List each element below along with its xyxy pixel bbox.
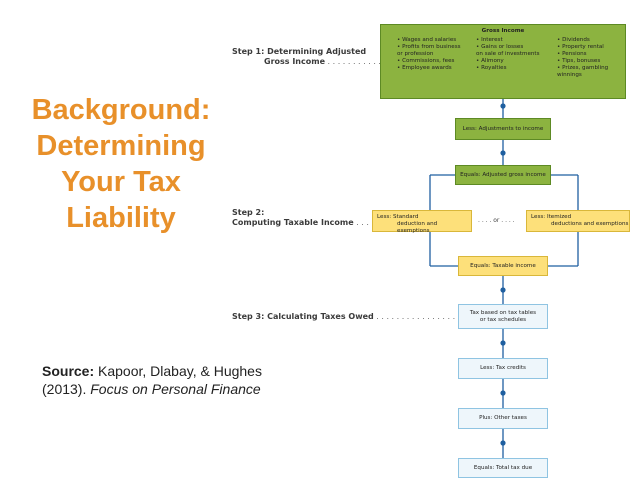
total-tax-due-text: Equals: Total tax due (473, 464, 533, 471)
other-taxes-text: Plus: Other taxes (479, 415, 527, 421)
gross-income-item: winnings (557, 72, 582, 78)
gross-income-item: • Dividends (557, 37, 590, 43)
source-authors: Kapoor, Dlabay, & Hughes (94, 363, 262, 379)
step-1-leader: . . . . . . . . . . . . (325, 57, 387, 66)
taxable-income-box: Equals: Taxable income (458, 256, 548, 276)
gross-income-item: • Prizes, gambling (557, 65, 609, 71)
step-3-label: Step 3: Calculating Taxes Owed . . . . .… (232, 312, 465, 322)
gross-income-item: • Commissions, fees (397, 58, 455, 64)
standard-deduction-line-2: deduction and exemptions (397, 221, 438, 234)
gross-income-col-2: • Interest • Gains or losses on sale of … (476, 37, 540, 72)
title-line-4: Liability (66, 202, 176, 234)
title-line-1: Background: (31, 94, 211, 126)
itemized-deduction-line-2: deductions and exemptions (551, 221, 629, 227)
other-taxes-box: Plus: Other taxes (458, 408, 548, 429)
taxable-income-text: Equals: Taxable income (470, 262, 536, 269)
gross-income-item: • Alimony (476, 58, 504, 64)
gross-income-title: Gross Income (481, 28, 525, 34)
itemized-deduction-box: Less: Itemized deductions and exemptions (526, 210, 630, 232)
adjustments-text: Less: Adjustments to income (462, 125, 544, 132)
source-citation: Source: Kapoor, Dlabay, & Hughes (2013).… (42, 362, 302, 398)
total-tax-due-box: Equals: Total tax due (458, 458, 548, 478)
gross-income-col-3: • Dividends • Property rental • Pensions… (557, 37, 608, 79)
source-label: Source: (42, 363, 95, 379)
tax-credits-text: Less: Tax credits (480, 365, 526, 371)
step-1-line-1: Step 1: Determining Adjusted (232, 47, 367, 56)
source-book: Focus on Personal Finance (90, 381, 261, 397)
gross-income-item: • Gains or losses (476, 44, 524, 50)
gross-income-item: • Property rental (557, 44, 604, 50)
slide-title: Background: Determining Your Tax Liabili… (2, 92, 240, 236)
gross-income-item: • Interest (476, 37, 503, 43)
title-line-3: Your Tax (61, 166, 181, 198)
step-1-line-2: Gross Income (264, 57, 325, 66)
gross-income-col-1: • Wages and salaries • Profits from busi… (397, 37, 461, 72)
itemized-deduction-line-1: Less: Itemized (531, 214, 572, 220)
step-3-leader: . . . . . . . . . . . . . . . . . . (373, 312, 466, 321)
step-2-line-2: Computing Taxable Income (232, 218, 354, 227)
adjustments-box: Less: Adjustments to income (455, 118, 551, 140)
tax-tables-line-1: Tax based on tax tables (469, 309, 537, 316)
gross-income-item: or profession (397, 51, 434, 57)
gross-income-item: • Royalties (476, 65, 507, 71)
step-2-line-1: Step 2: (232, 208, 265, 217)
gross-income-item: • Profits from business (397, 44, 461, 50)
gross-income-item: • Wages and salaries (397, 37, 457, 43)
or-separator: . . . . or . . . . (478, 217, 515, 224)
tax-tables-line-2: or tax schedules (479, 316, 527, 323)
title-line-2: Determining (36, 130, 206, 162)
step-2-label: Step 2: Computing Taxable Income . . . .… (232, 208, 384, 228)
adjusted-gross-income-box: Equals: Adjusted gross income (455, 165, 551, 185)
gross-income-item: • Employee awards (397, 65, 452, 71)
tax-credits-box: Less: Tax credits (458, 358, 548, 379)
standard-deduction-box: Less: Standard deduction and exemptions (372, 210, 472, 234)
gross-income-item: • Tips, bonuses (557, 58, 601, 64)
standard-deduction-line-1: Less: Standard (377, 214, 419, 220)
step-1-label: Step 1: Determining Adjusted Gross Incom… (232, 47, 386, 67)
step-3-text: Step 3: Calculating Taxes Owed (232, 312, 374, 321)
step-2-leader: . . . . . . (353, 218, 385, 227)
source-year: (2013). (42, 381, 91, 397)
gross-income-box: Gross Income • Wages and salaries • Prof… (380, 24, 626, 99)
adjusted-gross-income-text: Equals: Adjusted gross income (460, 171, 546, 178)
gross-income-item: • Pensions (557, 51, 587, 57)
tax-tables-box: Tax based on tax tables or tax schedules (458, 304, 548, 329)
gross-income-item: on sale of investments (476, 51, 540, 57)
